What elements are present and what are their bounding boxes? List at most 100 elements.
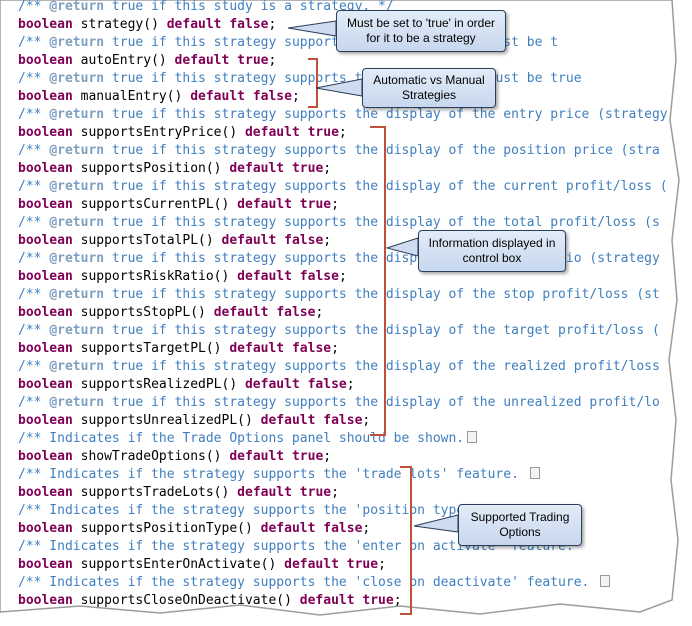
code-token: /** Indicates if the Trade Options panel… <box>18 431 465 446</box>
code-token: manualEntry() <box>72 89 191 104</box>
code-token: supportsTargetPL() <box>72 341 230 356</box>
code-line: boolean supportsRiskRatio() default fals… <box>18 268 347 286</box>
code-token: @return <box>49 215 105 230</box>
code-token: true if this strategy supports the displ… <box>104 287 660 302</box>
code-token: autoEntry() <box>72 53 175 68</box>
code-token: showTradeOptions() <box>72 449 230 464</box>
code-token: true if this strategy supports the displ… <box>104 323 660 338</box>
code-token: /** <box>18 359 50 374</box>
code-token: boolean <box>18 341 73 356</box>
code-token: @return <box>49 251 105 266</box>
code-token: default <box>260 521 316 536</box>
code-token: supportsPositionType() <box>72 521 261 536</box>
code-token: true if this strategy supports the displ… <box>104 359 660 374</box>
code-token: boolean <box>18 449 73 464</box>
code-token: false <box>307 377 347 392</box>
code-token: /** <box>18 0 50 14</box>
code-token: default <box>299 593 355 608</box>
fold-marker-icon[interactable] <box>467 431 478 443</box>
code-line: /** @return true if this strategy suppor… <box>18 214 660 232</box>
code-token: false <box>276 305 316 320</box>
code-token: false <box>323 413 363 428</box>
code-token: true <box>291 449 324 464</box>
code-token: default <box>174 53 230 68</box>
code-token: false <box>229 17 269 32</box>
code-token: ; <box>393 593 402 608</box>
code-token: @return <box>49 35 105 50</box>
code-token: @return <box>49 143 105 158</box>
code-line: boolean supportsStopPL() default false; <box>18 304 323 322</box>
callout-entry: Automatic vs Manual Strategies <box>362 68 496 108</box>
code-token: supportsPosition() <box>72 161 230 176</box>
code-line: /** Indicates if the Trade Options panel… <box>18 430 478 448</box>
code-token: false <box>284 233 324 248</box>
callout-info-text: Information displayed in control box <box>428 236 556 265</box>
callout-strategy-text: Must be set to 'true' in order for it to… <box>347 16 495 45</box>
code-token: default <box>237 197 292 212</box>
code-token: true if this strategy supports the displ… <box>104 395 660 410</box>
callout-trading-text: Supported Trading Options <box>470 510 570 539</box>
code-token: /** <box>18 287 50 302</box>
code-line: boolean supportsTotalPL() default false; <box>18 232 331 250</box>
code-token: /** <box>18 215 50 230</box>
code-token: boolean <box>18 53 73 68</box>
callout-info: Information displayed in control box <box>418 230 566 272</box>
code-line: boolean supportsRealizedPL() default fal… <box>18 376 355 394</box>
code-line: boolean supportsEnterOnActivate() defaul… <box>18 556 386 574</box>
code-token: default <box>237 269 292 284</box>
code-token: default <box>190 89 245 104</box>
code-token: true <box>299 485 332 500</box>
code-token: boolean <box>18 197 73 212</box>
code-token: supportsEntryPrice() <box>72 125 245 140</box>
code-token: boolean <box>18 521 73 536</box>
code-token: /** Indicates if the strategy supports t… <box>18 467 527 482</box>
code-token: ; <box>362 413 371 428</box>
code-token: @return <box>49 395 105 410</box>
code-line: /** @return true if this strategy suppor… <box>18 106 668 124</box>
code-token: false <box>323 521 363 536</box>
code-token: ; <box>268 17 277 32</box>
code-token: default <box>166 17 222 32</box>
trading-bracket <box>400 466 412 615</box>
code-token: true <box>362 593 394 608</box>
code-token: boolean <box>18 17 73 32</box>
code-token: boolean <box>18 557 73 572</box>
code-token: @return <box>49 287 105 302</box>
code-line: /** Indicates if the strategy supports t… <box>18 574 611 592</box>
code-token: boolean <box>18 413 73 428</box>
code-token: boolean <box>18 593 73 608</box>
fold-marker-icon[interactable] <box>600 575 611 587</box>
code-token: default <box>260 413 316 428</box>
code-token: ; <box>291 89 300 104</box>
code-token: true if this strategy supports the displ… <box>104 179 668 194</box>
code-token: ; <box>331 197 339 212</box>
code-line: boolean supportsPosition() default true; <box>18 160 331 178</box>
code-token: true <box>346 557 379 572</box>
code-token: default <box>229 161 285 176</box>
code-token: @return <box>49 107 105 122</box>
code-token: @return <box>49 359 105 374</box>
code-token: boolean <box>18 161 73 176</box>
code-token: ; <box>323 449 332 464</box>
code-token: ; <box>346 377 355 392</box>
code-token: default <box>221 233 277 248</box>
code-token: default <box>213 305 269 320</box>
fold-marker-icon[interactable] <box>529 467 540 479</box>
code-line: boolean supportsCurrentPL() default true… <box>18 196 339 214</box>
code-token: /** <box>18 71 50 86</box>
callout-trading: Supported Trading Options <box>458 504 582 546</box>
code-token: false <box>252 89 292 104</box>
code-token: default <box>229 341 285 356</box>
code-token: /** <box>18 323 50 338</box>
code-token: boolean <box>18 305 73 320</box>
code-token: /** Indicates if the strategy supports t… <box>18 575 598 590</box>
code-token: ; <box>268 53 277 68</box>
code-token: @return <box>49 179 105 194</box>
code-token: supportsTradeLots() <box>72 485 238 500</box>
code-line: /** @return true if this strategy suppor… <box>18 358 660 376</box>
code-token: ; <box>338 125 347 140</box>
code-line: /** @return true if this strategy suppor… <box>18 286 660 304</box>
code-line: boolean supportsUnrealizedPL() default f… <box>18 412 370 430</box>
code-token: /** <box>18 179 50 194</box>
